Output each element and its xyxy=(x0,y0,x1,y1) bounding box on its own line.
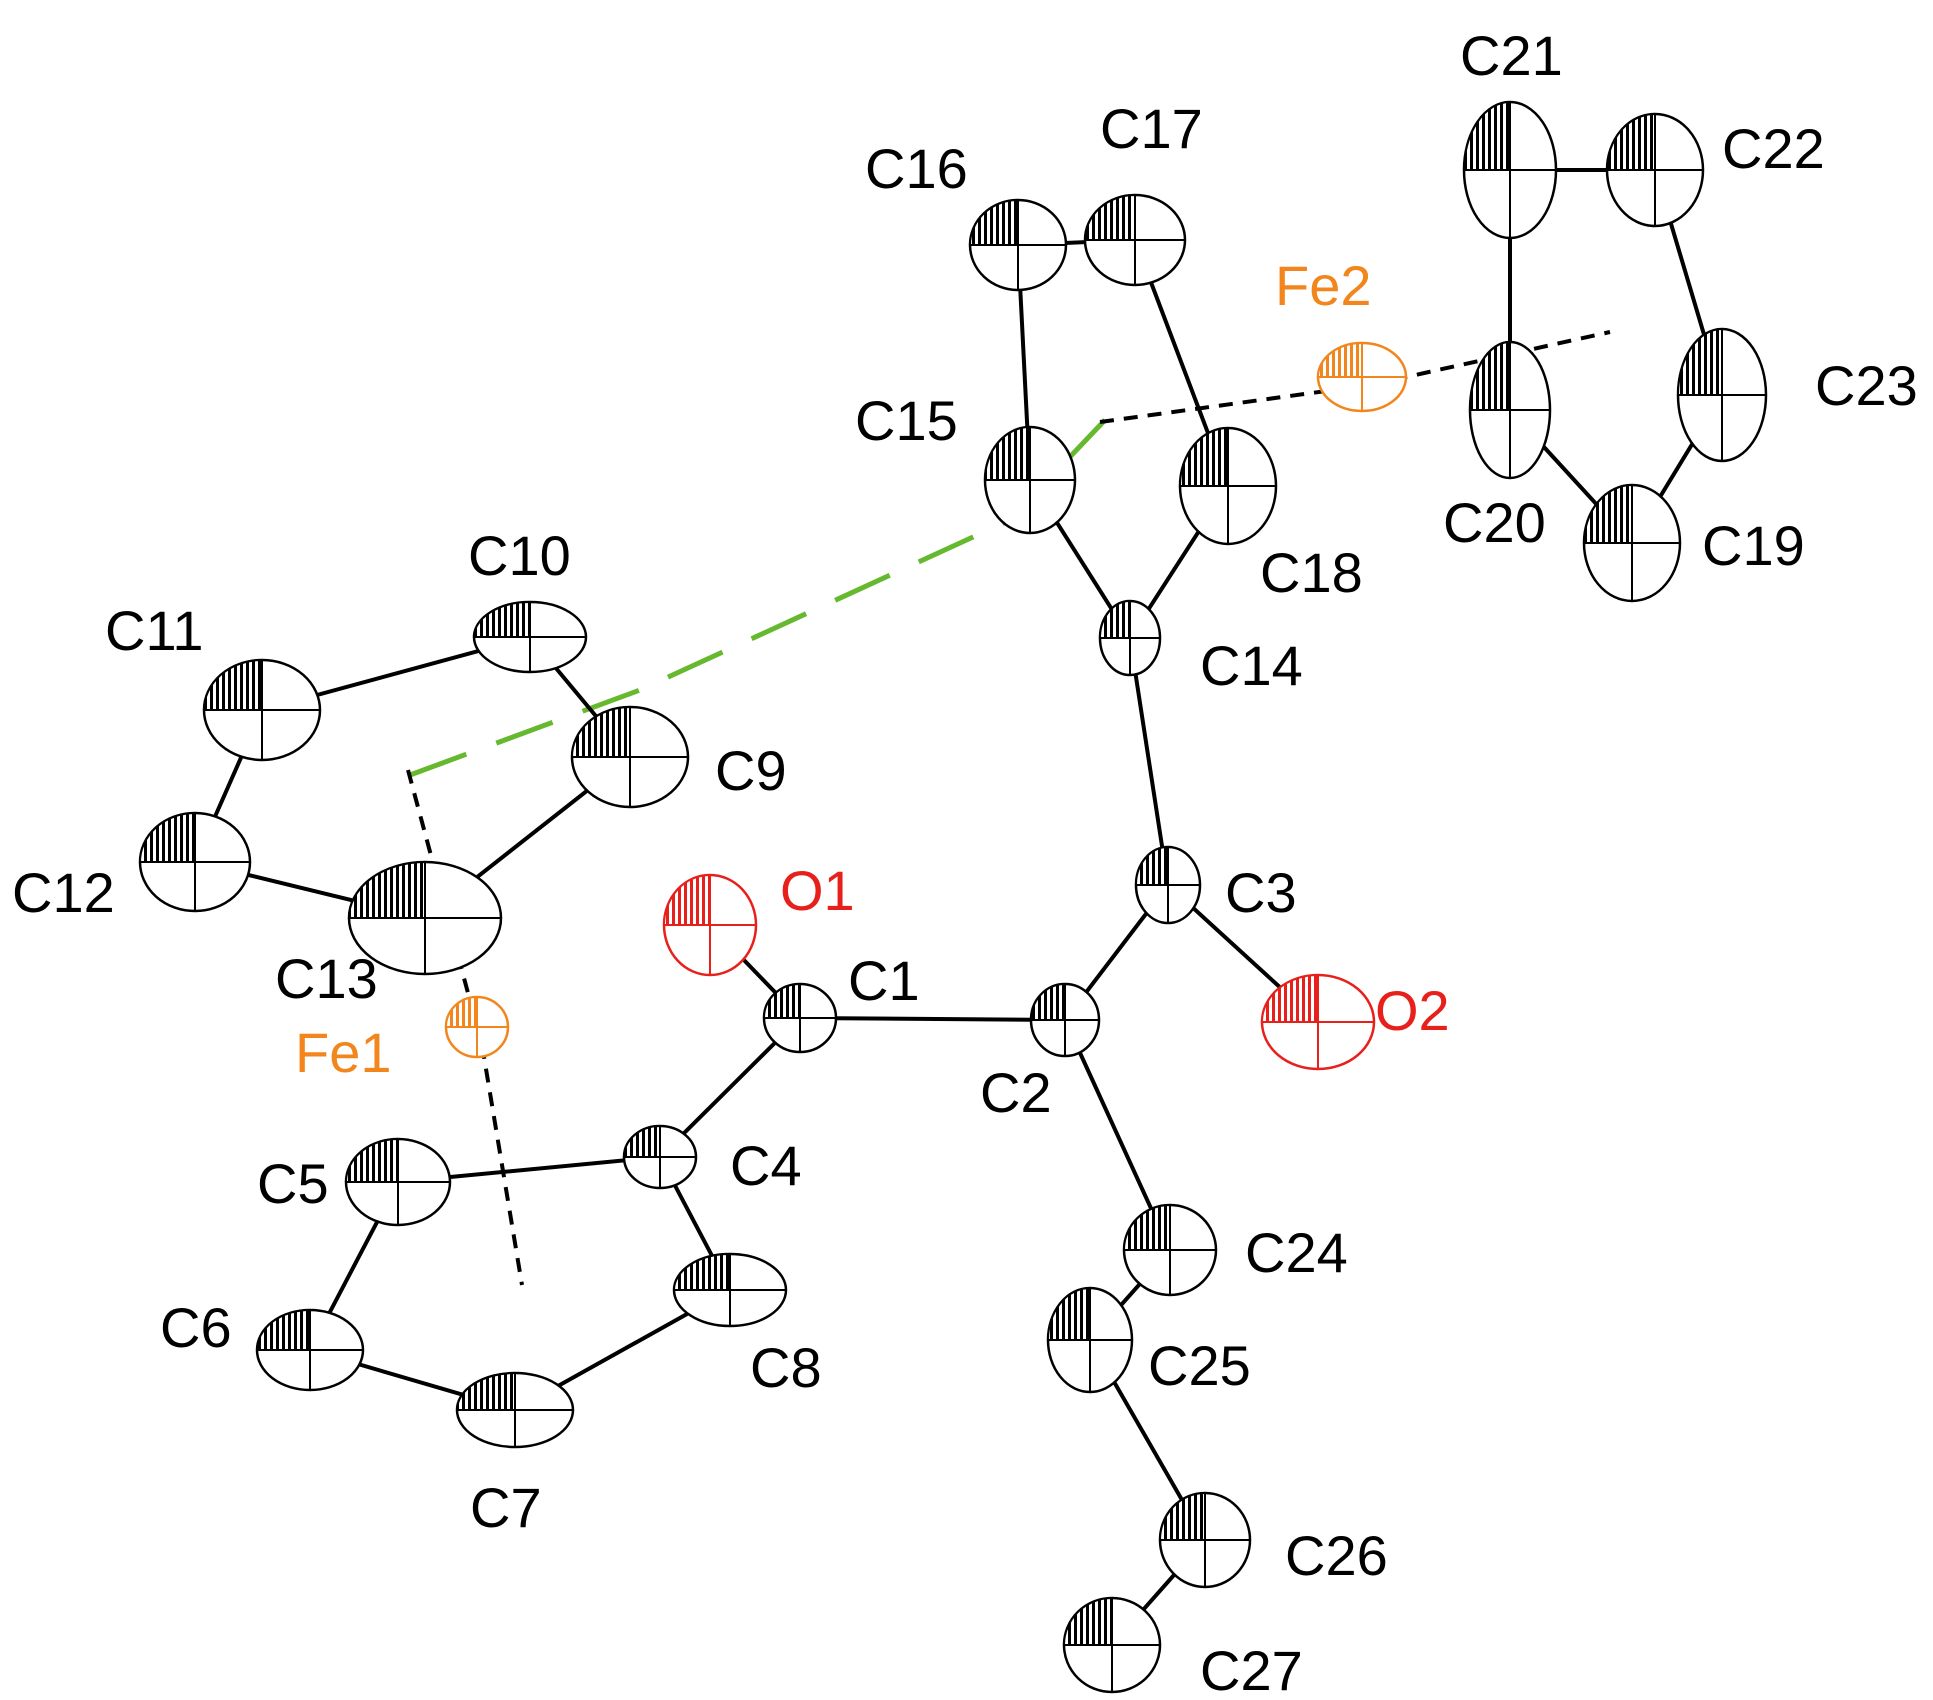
atom-c4 xyxy=(622,1124,698,1190)
atom-hatch-octant xyxy=(622,1124,661,1158)
atom-labels: C1 C2 C3 C4 C5 C6 C7 C8 C9 C10 C11 C12 C… xyxy=(12,24,1918,1700)
atom-c22 xyxy=(1605,112,1705,228)
atom-hatch-octant xyxy=(1676,327,1723,396)
label-C13: C13 xyxy=(275,947,378,1010)
label-C26: C26 xyxy=(1285,1524,1388,1587)
atom-c10 xyxy=(472,600,588,674)
green-interaction-line xyxy=(409,418,1107,778)
label-C22: C22 xyxy=(1722,117,1825,180)
atom-hatch-octant xyxy=(347,860,426,919)
atom-c17 xyxy=(1083,193,1187,287)
atom-c11 xyxy=(202,658,322,762)
bond-line xyxy=(1128,636,1170,887)
atom-hatch-octant xyxy=(472,600,531,638)
atom-c1 xyxy=(762,982,838,1054)
label-C7: C7 xyxy=(470,1476,542,1539)
atom-o1 xyxy=(662,873,758,977)
label-C12: C12 xyxy=(12,861,115,924)
label-O1: O1 xyxy=(780,859,855,922)
atom-hatch-octant xyxy=(1062,1596,1113,1646)
atom-fe1 xyxy=(444,995,510,1059)
atom-hatch-octant xyxy=(1158,1491,1206,1541)
label-C27: C27 xyxy=(1200,1639,1303,1700)
label-C19: C19 xyxy=(1702,514,1805,577)
atom-c6 xyxy=(255,1308,365,1392)
label-C21: C21 xyxy=(1460,24,1563,87)
atom-c9 xyxy=(570,705,690,809)
atom-hatch-octant xyxy=(1083,193,1136,241)
label-C14: C14 xyxy=(1200,634,1303,697)
label-C3: C3 xyxy=(1225,861,1297,924)
atoms-layer xyxy=(138,100,1768,1694)
atom-c3 xyxy=(1134,845,1202,925)
label-C2: C2 xyxy=(980,1061,1052,1124)
label-C24: C24 xyxy=(1245,1221,1348,1284)
label-C18: C18 xyxy=(1260,541,1363,604)
atom-c27 xyxy=(1062,1596,1162,1694)
label-O2: O2 xyxy=(1375,979,1450,1042)
atom-hatch-octant xyxy=(672,1252,731,1291)
label-Fe2: Fe2 xyxy=(1275,254,1372,317)
atom-hatch-octant xyxy=(1260,973,1319,1023)
atom-hatch-octant xyxy=(1468,340,1511,411)
atom-hatch-octant xyxy=(1462,100,1511,171)
atom-c13 xyxy=(347,860,503,976)
label-C16: C16 xyxy=(865,137,968,200)
label-C10: C10 xyxy=(468,524,571,587)
atom-hatch-octant xyxy=(1098,599,1131,639)
atom-hatch-octant xyxy=(762,982,801,1019)
atom-hatch-octant xyxy=(1582,483,1633,544)
atom-c20 xyxy=(1468,340,1552,480)
atom-c21 xyxy=(1462,100,1558,240)
atom-c14 xyxy=(1098,599,1162,677)
atom-fe2 xyxy=(1316,341,1408,413)
atom-hatch-octant xyxy=(570,705,631,758)
atom-hatch-octant xyxy=(1605,112,1656,171)
atom-hatch-octant xyxy=(444,995,478,1028)
label-C11: C11 xyxy=(105,599,204,662)
atom-hatch-octant xyxy=(983,425,1031,481)
label-C9: C9 xyxy=(715,739,787,802)
label-C8: C8 xyxy=(750,1336,822,1399)
atom-hatch-octant xyxy=(1046,1286,1091,1341)
atom-c25 xyxy=(1046,1286,1134,1394)
atom-hatch-octant xyxy=(202,658,263,711)
label-C17: C17 xyxy=(1100,97,1203,160)
atom-c7 xyxy=(455,1371,575,1449)
atom-c2 xyxy=(1029,982,1101,1058)
atom-c24 xyxy=(1122,1203,1218,1297)
atom-c18 xyxy=(1178,426,1278,546)
label-C1: C1 xyxy=(848,949,920,1012)
atom-hatch-octant xyxy=(662,873,711,926)
atom-hatch-octant xyxy=(968,198,1019,246)
atom-c12 xyxy=(138,811,252,913)
label-C23: C23 xyxy=(1815,354,1918,417)
atom-hatch-octant xyxy=(1178,426,1229,487)
atom-hatch-octant xyxy=(1316,341,1363,378)
atom-hatch-octant xyxy=(255,1308,311,1351)
bond-line xyxy=(798,1016,1067,1022)
atom-hatch-octant xyxy=(344,1137,399,1183)
atom-c26 xyxy=(1158,1491,1252,1589)
label-C5: C5 xyxy=(257,1152,329,1215)
label-Fe1: Fe1 xyxy=(295,1021,392,1084)
atom-hatch-octant xyxy=(1029,982,1066,1021)
atom-hatch-octant xyxy=(138,811,196,863)
atom-c23 xyxy=(1676,327,1768,463)
label-C20: C20 xyxy=(1443,491,1546,554)
atom-c15 xyxy=(983,425,1077,535)
atom-hatch-octant xyxy=(455,1371,516,1411)
atom-hatch-octant xyxy=(1122,1203,1171,1251)
atom-o2 xyxy=(1260,973,1376,1071)
atom-c19 xyxy=(1582,483,1682,603)
atom-c16 xyxy=(968,198,1068,292)
label-C15: C15 xyxy=(855,389,958,452)
atom-c5 xyxy=(344,1137,452,1227)
label-C4: C4 xyxy=(730,1134,802,1197)
atom-hatch-octant xyxy=(1134,845,1169,886)
atom-c8 xyxy=(672,1252,788,1328)
label-C25: C25 xyxy=(1148,1334,1251,1397)
label-C6: C6 xyxy=(160,1296,232,1359)
